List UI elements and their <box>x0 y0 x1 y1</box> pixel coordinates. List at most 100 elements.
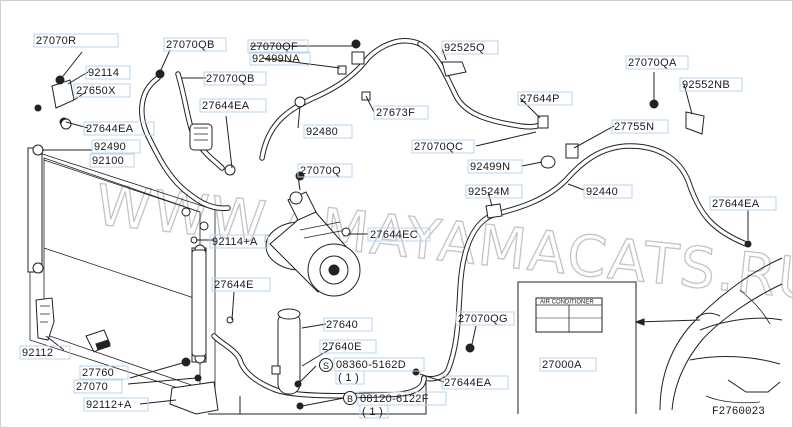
part-number: 27070Q <box>300 165 341 177</box>
part-label-27640: 27640 <box>323 317 373 332</box>
marker-b: B <box>343 391 357 405</box>
svg-text:S: S <box>323 361 329 371</box>
part-number: 92112 <box>22 347 53 359</box>
svg-text:B: B <box>347 394 353 404</box>
part-label-box <box>303 124 353 139</box>
part-label-box <box>33 33 119 48</box>
part-label-27070qa: 27070QA <box>625 55 689 70</box>
part-label-box <box>79 365 129 380</box>
part-label-27070qc: 27070QC <box>411 139 475 154</box>
part-number: 92524M <box>468 186 510 198</box>
part-number: 27640E <box>322 341 362 353</box>
part-label-box <box>199 98 267 113</box>
part-label-92114: 92114 <box>85 65 131 80</box>
bracket-92112 <box>35 297 55 341</box>
part-number: 27070R <box>36 35 76 47</box>
part-label-27644p: 27644P <box>517 91 573 106</box>
part-label-box <box>359 404 389 419</box>
part-number: 27000A <box>542 359 582 371</box>
part-number: 27673F <box>376 107 415 119</box>
part-number: 27760 <box>82 367 114 379</box>
bracket-92112a <box>169 357 219 415</box>
part-label-box <box>91 139 141 154</box>
bracket-27760 <box>85 329 111 353</box>
part-label-27755n: 27755N <box>611 119 669 134</box>
part-number: 92499NA <box>252 53 300 65</box>
part-number: 27070QC <box>414 141 463 153</box>
part-label-92524m: 92524M <box>465 184 523 199</box>
part-label-box <box>333 357 425 372</box>
part-label-box <box>441 375 509 390</box>
part-number: 27644E <box>214 279 254 291</box>
part-label-27644e: 27644E <box>211 277 271 292</box>
part-number: 27070QB <box>206 73 255 85</box>
part-label-92525q: 92525Q <box>441 40 499 55</box>
part-label-08120: 08120-6122F <box>357 391 447 406</box>
compressor <box>265 191 361 297</box>
part-label-27000a: 27000A <box>539 357 597 372</box>
part-label-q1: ( 1 ) <box>335 370 365 385</box>
part-number: 27070QF <box>250 41 298 53</box>
car-front-view <box>659 257 783 411</box>
part-number: 27070QG <box>458 313 508 325</box>
part-label-box <box>297 163 353 178</box>
part-number: 08120-6122F <box>360 393 429 405</box>
part-number: ( 1 ) <box>338 372 359 384</box>
fittings <box>34 39 752 376</box>
part-label-box <box>209 234 269 249</box>
part-label-box <box>367 227 431 242</box>
part-label-92114a: 92114+A <box>209 234 269 249</box>
part-label-92480: 92480 <box>303 124 353 139</box>
part-label-27644ea-d: 27644EA <box>441 375 509 390</box>
part-number: 92440 <box>586 186 618 198</box>
ac-label-text: AIR CONDITIONER <box>540 300 594 306</box>
part-number: 27650X <box>76 85 116 97</box>
leader-lines <box>42 45 749 415</box>
part-number: 27755N <box>614 121 654 133</box>
part-label-box <box>411 139 475 154</box>
part-label-box <box>319 339 377 354</box>
part-label-box <box>583 184 633 199</box>
diagram-code: F2760023 <box>712 406 765 418</box>
part-label-08360: 08360-5162D <box>333 357 425 372</box>
liquid-tank-27640 <box>271 308 304 410</box>
part-number: 92552NB <box>682 79 730 91</box>
part-label-box <box>73 379 123 394</box>
part-label-box <box>203 71 267 86</box>
part-number: 92499N <box>470 161 510 173</box>
part-label-box <box>465 184 523 199</box>
part-label-92552nb: 92552NB <box>679 77 743 92</box>
part-label-92499n: 92499N <box>467 159 523 174</box>
part-label-92112: 92112 <box>19 345 71 360</box>
part-label-92112a: 92112+A <box>83 397 149 412</box>
part-label-box <box>467 159 523 174</box>
part-label-box <box>89 153 135 168</box>
part-label-box <box>539 357 597 372</box>
part-label-27070qf: 27070QF <box>247 39 309 54</box>
part-number: 92114 <box>88 67 119 79</box>
part-label-box <box>517 91 573 106</box>
part-number: 92100 <box>92 155 124 167</box>
part-label-box <box>249 51 311 66</box>
part-label-27640e: 27640E <box>319 339 377 354</box>
hose-92490 <box>139 75 231 211</box>
part-number: 27070QB <box>166 39 215 51</box>
part-number: 27644EA <box>712 198 760 210</box>
part-label-27644ec: 27644EC <box>367 227 431 242</box>
part-label-box <box>211 277 271 292</box>
part-label-92499na: 92499NA <box>249 51 311 66</box>
part-number: 27644EA <box>202 100 250 112</box>
pipe-condenser-vertical <box>191 249 207 357</box>
part-number: 92490 <box>94 141 126 153</box>
part-label-box <box>709 196 777 211</box>
part-labels: 27070R 92114 27650X 27644EA 92490 92100 27070Q… <box>19 33 777 419</box>
part-number: 27644P <box>520 93 560 105</box>
part-label-27070qb-b: 27070QB <box>203 71 267 86</box>
part-number: 08360-5162D <box>336 359 406 371</box>
part-number: 92480 <box>306 126 338 138</box>
part-label-92440: 92440 <box>583 184 633 199</box>
part-label-box <box>679 77 743 92</box>
part-label-box <box>323 317 373 332</box>
pipe-92525q <box>417 41 547 130</box>
